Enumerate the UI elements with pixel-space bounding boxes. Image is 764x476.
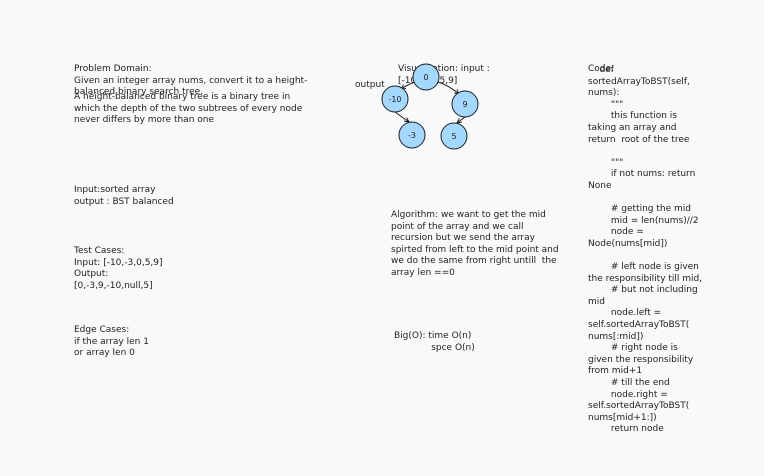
tree-node-n3 — [398, 121, 426, 149]
test-cases-output-value: [0,-3,9,-10,null,5] — [74, 280, 153, 291]
code-body: def sortedArrayToBST(self, nums): """ th… — [588, 65, 703, 435]
algorithm-description: Algorithm: we want to get the mid point … — [391, 210, 559, 278]
visualization-section: Visualization: input :[-10,-3,0,5,9] — [398, 41, 518, 99]
visualization-title: Visualization: input : — [398, 64, 490, 75]
big-o-time: Big(O): time O(n) — [394, 331, 472, 342]
problem-domain-statement: Given an integer array nums, convert it … — [74, 75, 308, 98]
edge-cases-body: if the array len 1 or array len 0 — [74, 336, 149, 359]
test-cases-title: Test Cases: — [74, 246, 125, 257]
problem-domain-section: Problem Domain:Given an integer array nu… — [74, 41, 344, 111]
tree-node-label-n4: 5 — [451, 132, 456, 141]
test-cases-output-label: Output: — [74, 269, 109, 280]
big-o-space: spce O(n) — [394, 342, 475, 353]
tree-node-label-n3: -3 — [408, 131, 416, 140]
big-o-section: Big(O): time O(n) spce O(n) — [394, 308, 544, 366]
tree-edge-n1-n3 — [394, 111, 410, 123]
tree-edge-n2-n4 — [456, 116, 466, 124]
tree-node-n4 — [440, 122, 468, 150]
tree-node-label-n2: 9 — [462, 100, 467, 109]
tree-edge-arrow-n1-n3 — [403, 117, 410, 123]
edge-cases-section: Edge Cases:if the array len 1 or array l… — [74, 302, 274, 372]
problem-domain-definition: A height-balanced binary tree is a binar… — [74, 92, 303, 126]
edge-cases-title: Edge Cases: — [74, 325, 130, 336]
test-cases-input: Input: [-10,-3,0,5,9] — [74, 257, 163, 268]
visualization-output-label: output — [355, 80, 385, 90]
code-title: Code: — [588, 64, 615, 75]
output-description: output : BST balanced — [74, 196, 174, 207]
input-description: Input:sorted array — [74, 185, 156, 196]
test-cases-section: Test Cases:Input: [-10,-3,0,5,9]Output:[… — [74, 223, 274, 304]
tree-edge-arrow-n2-n4 — [456, 118, 463, 124]
visualization-input: [-10,-3,0,5,9] — [398, 75, 458, 86]
code-section: Code: — [588, 41, 738, 87]
problem-domain-title: Problem Domain: — [74, 64, 152, 75]
